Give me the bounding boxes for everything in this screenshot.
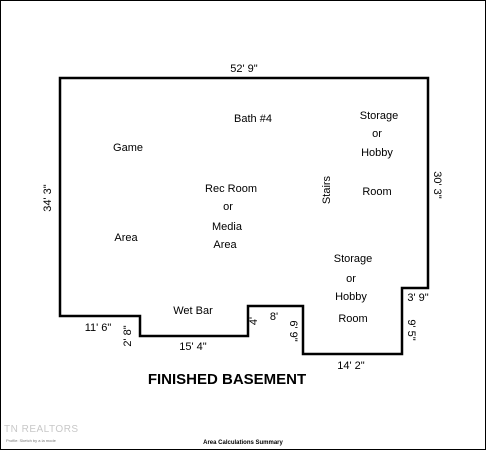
room-storage-top-label-2: or [372, 128, 382, 140]
room-game-label-1: Game [113, 142, 143, 154]
sketch-credit: Profile: Sketch by a la mode [6, 438, 56, 443]
room-stairs-label: Stairs [321, 175, 333, 204]
room-bath-label: Bath #4 [234, 113, 272, 125]
watermark-logo: TN REALTORS [4, 424, 79, 435]
dim-step-v: 9' 5" [405, 319, 417, 340]
room-storage-bottom-label-3: Hobby [335, 291, 367, 303]
room-rec-label-4: Area [213, 239, 237, 251]
area-summary-heading: Area Calculations Summary [203, 440, 283, 446]
room-wet-bar-label: Wet Bar [173, 305, 213, 317]
dim-bottom-mid: 15' 4" [179, 341, 207, 353]
room-storage-top-label-4: Room [362, 186, 391, 198]
dim-notch-b: 8' [270, 311, 278, 323]
dim-bottom-right: 14' 2" [337, 360, 365, 372]
dim-notch-left: 2' 8" [122, 325, 134, 346]
room-rec-label-3: Media [212, 221, 243, 233]
dim-notch-c: 6' 9" [287, 320, 299, 341]
room-storage-top-label-1: Storage [360, 110, 399, 122]
room-storage-bottom-label-1: Storage [334, 253, 373, 265]
room-rec-label-2: or [223, 201, 233, 213]
room-storage-top-label-3: Hobby [361, 147, 393, 159]
room-storage-bottom-label-2: or [346, 273, 356, 285]
room-rec-label-1: Rec Room [205, 183, 257, 195]
room-storage-bottom-label-4: Room [338, 313, 367, 325]
plan-title: FINISHED BASEMENT [148, 371, 306, 388]
dim-bottom-left: 11' 6" [85, 322, 112, 334]
dim-step-h: 3' 9" [407, 292, 428, 304]
dim-right: 30' 3" [431, 171, 443, 199]
room-game-label-2: Area [114, 232, 138, 244]
dim-top: 52' 9" [230, 63, 258, 75]
floor-plan-outline [58, 76, 430, 356]
dim-notch-a: 4' [248, 317, 260, 325]
dim-left: 34' 3" [42, 184, 54, 212]
